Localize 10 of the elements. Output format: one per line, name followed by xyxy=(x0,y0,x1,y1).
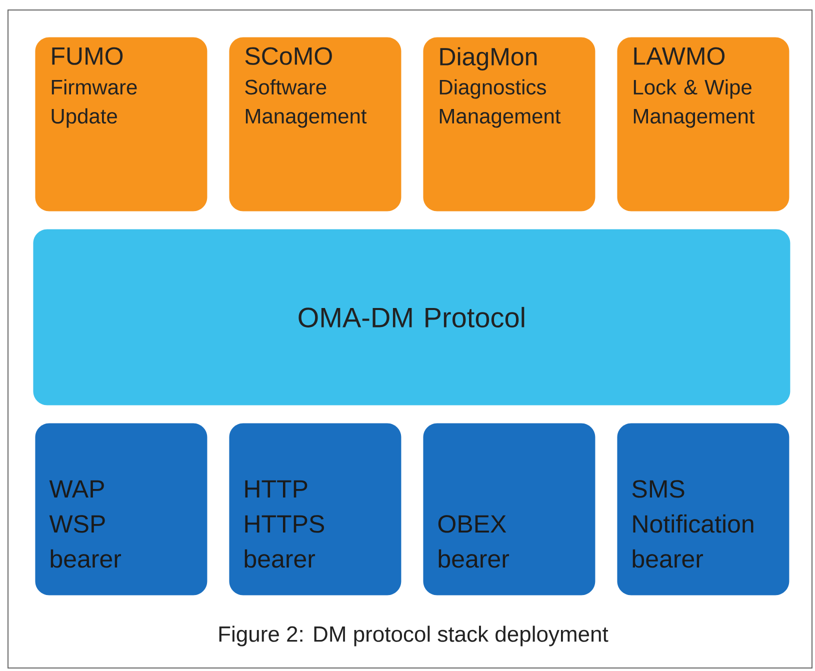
module-box: FUMO Firmware Update xyxy=(35,37,208,212)
bearer-box: HTTP HTTPS bearer xyxy=(229,423,402,596)
bearer-box: SMS Notification bearer xyxy=(617,423,790,596)
module-box: DiagMon Diagnostics Management xyxy=(423,37,596,212)
bearer-box: OBEX bearer xyxy=(423,423,596,596)
protocol-band: OMA-DM Protocol xyxy=(33,229,790,406)
bearer-box: WAP WSP bearer xyxy=(35,423,208,596)
module-box: LAWMO Lock & Wipe Management xyxy=(617,37,790,212)
module-box: SCoMO Software Management xyxy=(229,37,402,212)
figure-caption: Figure 2: DM protocol stack deployment xyxy=(219,626,608,646)
